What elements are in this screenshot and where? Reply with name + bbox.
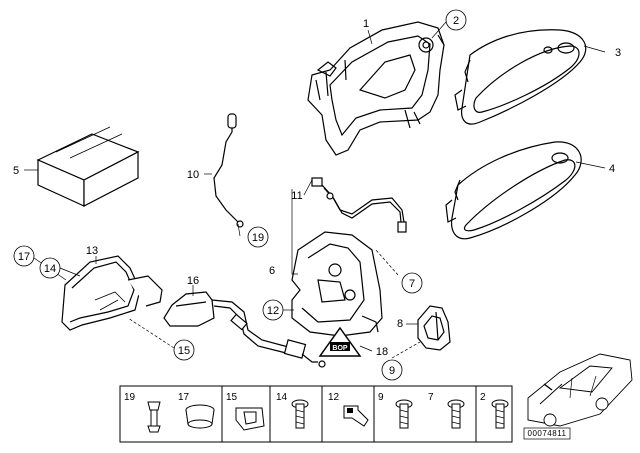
svg-text:9: 9 xyxy=(378,392,384,403)
callout-5[interactable]: 5 xyxy=(13,165,19,177)
strip-cell-14[interactable]: 14 xyxy=(276,392,309,429)
callout-15[interactable]: 15 xyxy=(173,339,195,361)
part-18-warning-label: BOP xyxy=(318,326,362,357)
svg-text:15: 15 xyxy=(226,392,238,403)
strip-cell-9[interactable]: 9 xyxy=(378,392,413,429)
warning-label-text: BOP xyxy=(332,345,348,352)
svg-text:18: 18 xyxy=(376,346,388,358)
part-1-handle-carrier xyxy=(307,21,445,156)
callout-11[interactable]: 11 xyxy=(291,190,302,202)
svg-text:12: 12 xyxy=(328,392,340,403)
part-4-door-handle xyxy=(445,141,582,240)
callout-2[interactable]: 2 xyxy=(445,9,467,31)
svg-text:2: 2 xyxy=(480,392,486,403)
strip-cell-12[interactable]: 12 xyxy=(328,392,369,427)
callout-16[interactable]: 16 xyxy=(187,275,199,287)
part-10-rod xyxy=(213,113,244,228)
strip-cell-2[interactable]: 2 xyxy=(480,392,509,429)
svg-text:7: 7 xyxy=(428,392,434,403)
callout-17[interactable]: 17 xyxy=(13,245,35,267)
callout-6[interactable]: 6 xyxy=(269,265,275,277)
part-16-actuator xyxy=(163,291,326,368)
part-6-door-lock xyxy=(291,231,383,337)
svg-text:6: 6 xyxy=(269,265,275,277)
strip-cell-7[interactable]: 7 xyxy=(428,392,465,429)
part-5-seal-package xyxy=(36,126,140,207)
callout-10[interactable]: 10 xyxy=(187,169,199,181)
strip-cell-15[interactable]: 15 xyxy=(226,392,265,431)
part-11-cable xyxy=(311,177,407,233)
diagram-code: 00074811 xyxy=(523,427,571,440)
callout-14[interactable]: 14 xyxy=(39,257,61,279)
callout-7[interactable]: 7 xyxy=(401,272,423,294)
leader-lines xyxy=(24,21,606,359)
callout-12[interactable]: 12 xyxy=(262,299,284,321)
svg-text:14: 14 xyxy=(44,263,56,275)
small-parts-strip: 19 17 15 14 12 9 xyxy=(119,385,513,443)
part-8-cover xyxy=(417,305,451,351)
svg-text:11: 11 xyxy=(291,190,302,202)
callout-4[interactable]: 4 xyxy=(609,163,615,175)
svg-text:19: 19 xyxy=(252,232,264,244)
callout-19[interactable]: 19 xyxy=(247,226,269,248)
svg-text:15: 15 xyxy=(178,345,190,357)
svg-text:10: 10 xyxy=(187,169,199,181)
callout-13[interactable]: 13 xyxy=(86,245,98,257)
callout-1[interactable]: 1 xyxy=(363,18,369,30)
callout-8[interactable]: 8 xyxy=(397,318,403,330)
callout-9[interactable]: 9 xyxy=(381,359,403,381)
callout-3[interactable]: 3 xyxy=(615,47,621,59)
svg-text:12: 12 xyxy=(267,305,279,317)
svg-text:7: 7 xyxy=(409,278,415,290)
svg-text:9: 9 xyxy=(389,365,395,377)
svg-text:16: 16 xyxy=(187,275,199,287)
svg-text:17: 17 xyxy=(18,251,30,263)
svg-text:4: 4 xyxy=(609,163,615,175)
svg-text:00074811: 00074811 xyxy=(528,429,567,438)
strip-cell-17[interactable]: 17 xyxy=(178,392,215,429)
svg-text:2: 2 xyxy=(453,15,459,27)
svg-text:8: 8 xyxy=(397,318,403,330)
svg-text:1: 1 xyxy=(363,18,369,30)
callout-18[interactable]: 18 xyxy=(376,346,388,358)
svg-text:14: 14 xyxy=(276,392,288,403)
car-silhouette-icon xyxy=(527,353,633,427)
strip-cell-19[interactable]: 19 xyxy=(124,392,161,433)
svg-text:13: 13 xyxy=(86,245,98,257)
part-13-cable-frame xyxy=(61,255,163,331)
svg-text:17: 17 xyxy=(178,392,190,403)
callout-labels: 1 2 3 4 5 6 7 8 9 10 xyxy=(13,9,621,381)
svg-text:5: 5 xyxy=(13,165,19,177)
part-3-door-handle xyxy=(454,29,587,125)
svg-text:3: 3 xyxy=(615,47,621,59)
svg-text:19: 19 xyxy=(124,392,136,403)
